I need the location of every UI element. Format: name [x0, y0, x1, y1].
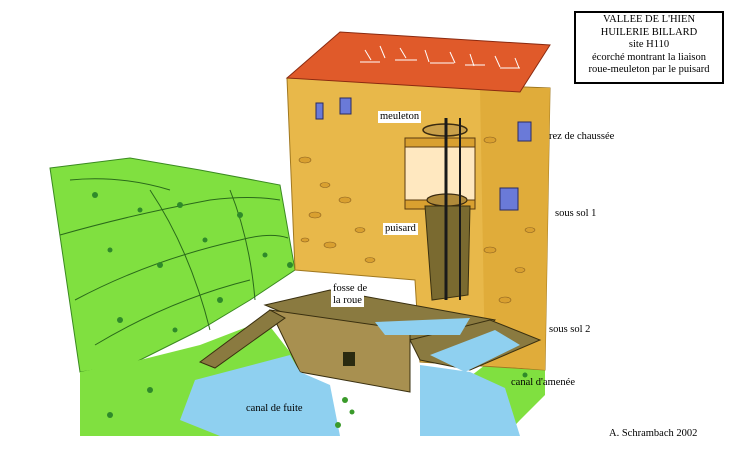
title-line-2: HUILERIE BILLARD [600, 26, 698, 38]
title-line-1: VALLEE DE L'HIEN [602, 14, 696, 25]
water-inlet [430, 330, 520, 372]
roof-tiles [360, 45, 520, 69]
label-puisard: puisard [383, 223, 418, 235]
credit: A. Schrambach 2002 [609, 428, 698, 439]
mill-wall-shade [480, 88, 550, 370]
mill-roof [285, 31, 551, 93]
meuleton-platform [404, 137, 476, 148]
title-box: VALLEE DE L'HIEN HUILERIE BILLARD site H… [574, 11, 724, 84]
water-pit [375, 318, 470, 335]
label-canal-fuite: canal de fuite [246, 403, 303, 414]
title-line-5: roue-meuleton par le puisard [588, 64, 710, 76]
label-fosse-line2: la roue [331, 295, 364, 307]
label-meuleton: meuleton [378, 111, 422, 123]
left-channel-wall [198, 309, 286, 369]
title-line-4: écorché montrant la liaison [592, 51, 706, 63]
windows [315, 97, 532, 211]
title-line-3: site H110 [628, 39, 670, 51]
shrubs [92, 192, 543, 423]
label-canal-amenee: canal d'amenée [511, 377, 575, 388]
label-rez-de-chaussee: rez de chaussée [549, 131, 615, 142]
meadow-contours [59, 178, 289, 346]
pit-opening [343, 352, 355, 366]
waterfall-plants [335, 397, 355, 428]
label-sous-sol-1: sous sol 1 [555, 208, 597, 219]
water-outlet [180, 355, 340, 436]
label-sous-sol-2: sous sol 2 [549, 324, 591, 335]
label-fosse-line1: fosse de [331, 283, 370, 295]
pit-front [269, 309, 411, 393]
water-right [420, 365, 520, 436]
